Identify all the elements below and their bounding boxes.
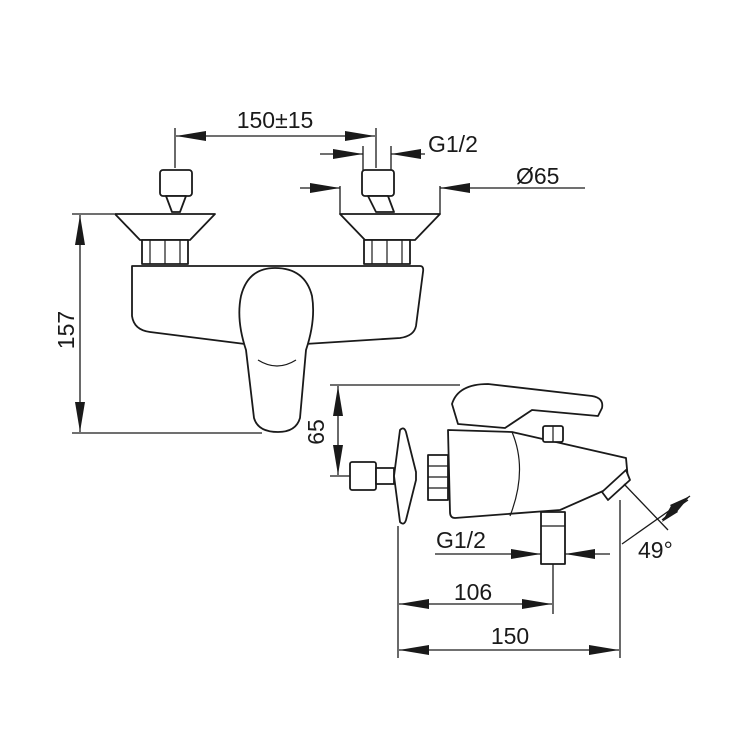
spout-axis-label: 106	[454, 579, 492, 605]
rosette-diameter-label: Ø65	[516, 163, 559, 189]
connection-top-dimension: G1/2	[320, 131, 478, 170]
spout-angle-dimension: 49°	[621, 483, 691, 563]
rosette-diameter-dimension: Ø65	[300, 163, 585, 214]
side-lever	[451, 383, 604, 429]
height-dimension: 157	[53, 213, 262, 434]
side-body	[447, 429, 629, 519]
wall-offset-label: 65	[303, 419, 329, 445]
right-connector	[339, 169, 441, 265]
front-view	[114, 169, 441, 433]
spout-angle-label: 49°	[638, 537, 673, 563]
side-spout-tip	[601, 469, 631, 501]
side-rosette	[393, 427, 417, 525]
connection-side-dimension: G1/2	[435, 527, 610, 559]
connection-top-label: G1/2	[428, 131, 478, 157]
mixer-lever	[238, 267, 315, 433]
spout-axis-dimension: 106	[397, 526, 554, 658]
left-connector	[114, 169, 216, 265]
total-depth-label: 150	[491, 623, 529, 649]
spacing-label: 150±15	[237, 107, 314, 133]
side-nut	[427, 454, 449, 501]
side-outlet-pipe	[540, 511, 566, 565]
total-depth-dimension: 150	[399, 500, 621, 658]
side-diverter-knob	[542, 425, 564, 443]
side-view	[349, 383, 631, 565]
spacing-dimension: 150±15	[174, 107, 377, 168]
wall-offset-dimension: 65	[303, 384, 460, 477]
side-inlet	[349, 461, 395, 491]
height-label: 157	[53, 311, 79, 349]
connection-side-label: G1/2	[436, 527, 486, 553]
